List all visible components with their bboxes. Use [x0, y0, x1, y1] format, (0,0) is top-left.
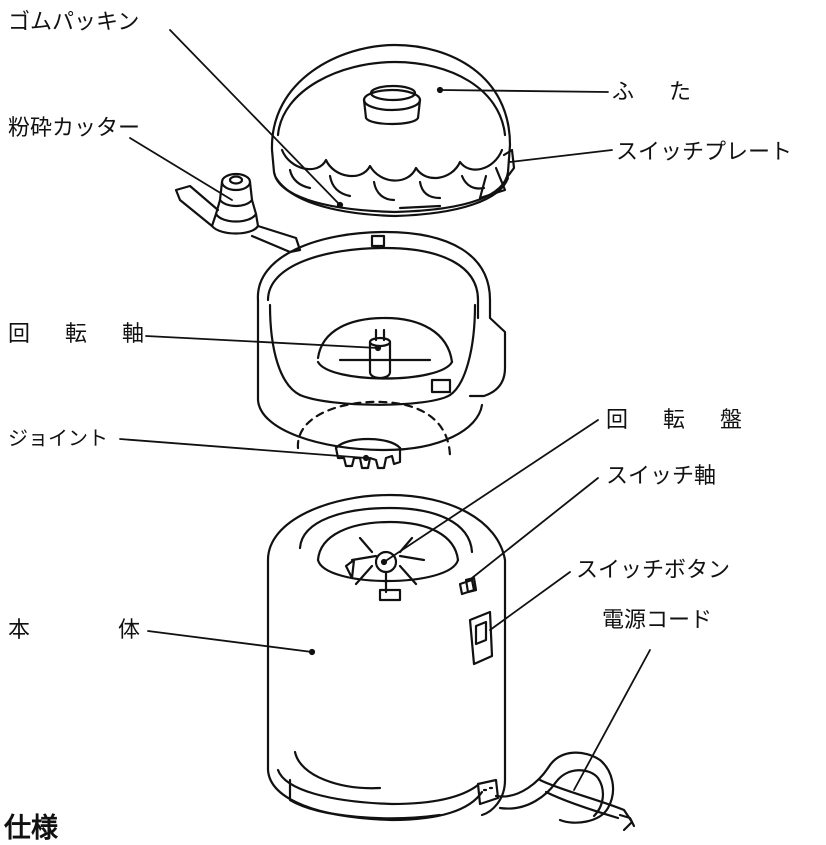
label-switch-button: スイッチボタン	[576, 558, 731, 583]
bowl-illustration	[256, 230, 507, 470]
label-body-left: 本	[8, 618, 31, 643]
cutter-illustration	[174, 172, 302, 254]
base-illustration	[266, 493, 507, 822]
label-switch-plate: スイッチプレート	[616, 140, 793, 165]
label-joint: ジョイント	[8, 426, 108, 450]
cord-illustration	[494, 751, 636, 832]
label-body-right: 体	[118, 618, 141, 643]
section-title: 仕様	[4, 813, 58, 844]
label-lid: ふ た	[612, 80, 705, 105]
label-power-cord: 電源コード	[602, 608, 713, 633]
label-rotary-shaft: 回 転 軸	[8, 322, 158, 347]
leader-lines	[119, 29, 651, 791]
label-switch-shaft: スイッチ軸	[606, 464, 717, 489]
label-rotary-disk: 回 転 盤	[606, 408, 756, 433]
lid-illustration	[270, 43, 516, 218]
label-gasket: ゴムパッキン	[8, 10, 140, 35]
label-cutter: 粉砕カッター	[8, 116, 141, 141]
